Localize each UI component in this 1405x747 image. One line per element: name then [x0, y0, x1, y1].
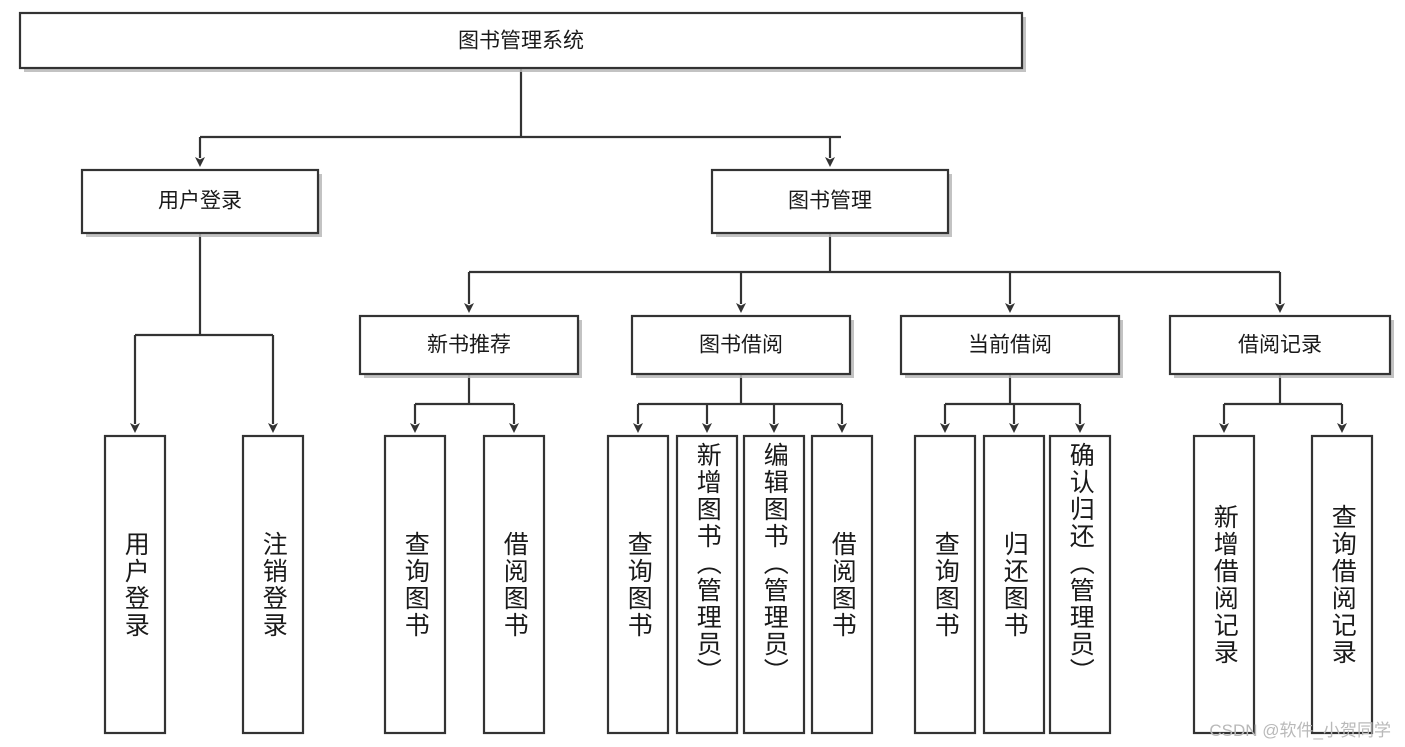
- node-borrow-record-rect[interactable]: [1168, 314, 1392, 376]
- node-new-book-recommend-rect[interactable]: [358, 314, 580, 376]
- node-root[interactable]: 图书管理系统: [18, 11, 1026, 72]
- node-root-label: 图书管理系统: [458, 30, 584, 53]
- node-book-borrow[interactable]: 图书借阅: [630, 314, 854, 378]
- node-borrow-record-label: 借阅记录: [1238, 334, 1322, 357]
- leaf-box-add-borrow-record[interactable]: [1192, 434, 1256, 735]
- leaf-box-query-book-borrow[interactable]: [606, 434, 670, 735]
- node-new-book-recommend[interactable]: 新书推荐: [358, 314, 582, 378]
- node-root-rect[interactable]: [18, 11, 1024, 70]
- leaf-box-query-book-current[interactable]: [913, 434, 977, 735]
- node-book-management[interactable]: 图书管理: [710, 168, 952, 237]
- node-current-borrow-label: 当前借阅: [968, 334, 1052, 357]
- node-user-login[interactable]: 用户登录: [80, 168, 322, 237]
- node-book-borrow-rect[interactable]: [630, 314, 852, 376]
- leaf-box-borrow-book-newbook[interactable]: [482, 434, 546, 735]
- leaf-box-edit-book-admin[interactable]: [742, 434, 806, 735]
- leaf-box-logout[interactable]: [241, 434, 305, 735]
- node-book-management-label: 图书管理: [788, 190, 872, 213]
- connector-group: [130, 68, 1347, 433]
- node-user-login-label: 用户登录: [158, 190, 242, 213]
- node-current-borrow[interactable]: 当前借阅: [899, 314, 1123, 378]
- leaf-box-add-book-admin[interactable]: [675, 434, 739, 735]
- leaf-box-borrow-book[interactable]: [810, 434, 874, 735]
- leaf-box-user-login[interactable]: [103, 434, 167, 735]
- node-new-book-recommend-label: 新书推荐: [427, 334, 511, 357]
- leaf-box-query-book-newbook[interactable]: [383, 434, 447, 735]
- node-book-borrow-label: 图书借阅: [699, 334, 783, 357]
- node-book-management-rect[interactable]: [710, 168, 950, 235]
- leaf-box-query-borrow-record[interactable]: [1310, 434, 1374, 735]
- leaf-box-group: [103, 434, 1374, 735]
- csdn-watermark: CSDN @软件_小贺同学: [1209, 721, 1391, 740]
- node-current-borrow-rect[interactable]: [899, 314, 1121, 376]
- node-user-login-rect[interactable]: [80, 168, 320, 235]
- leaf-box-confirm-return-admin[interactable]: [1048, 434, 1112, 735]
- node-borrow-record[interactable]: 借阅记录: [1168, 314, 1394, 378]
- leaf-box-return-book[interactable]: [982, 434, 1046, 735]
